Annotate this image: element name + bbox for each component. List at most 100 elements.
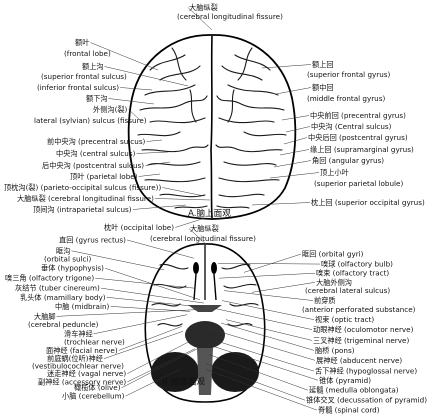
top-label-occipital-lobe: 枕叶 (occipital lobe) <box>104 223 174 232</box>
bottom-label-ped-en: (cerebral peduncle) <box>28 320 99 329</box>
bottom-label-olf-tract: 嗅束 (olfactory tract) <box>316 269 389 278</box>
optic-chiasm <box>188 305 222 312</box>
bottom-label-pyramid: 锥体 (pyramid) <box>319 376 371 385</box>
top-label-lateral-sulcus-en: lateral (sylvian) sulcus (fissure) <box>34 116 147 125</box>
top-label-lateral-sulcus-cn: 外侧沟(裂) <box>93 105 128 114</box>
bottom-label-lat-olf-cn: 大脑外侧沟 <box>316 278 352 287</box>
bottom-leader-tuber-cinereum <box>100 287 205 304</box>
top-label-supramarginal: 缘上回 (supramarginal gyrus) <box>310 145 414 154</box>
bottom-leader-vestibulo-cn <box>103 331 184 359</box>
bottom-label-pons: 脑桥 (pons) <box>315 346 355 355</box>
top-label-fissure-lower: 大脑纵裂 (cerebral longitudinal fissure) <box>17 194 154 203</box>
bottom-leader-orbital-gyri <box>243 253 302 273</box>
bottom-label-vestibulo-en: (vestibulocochlear nerve) <box>32 362 124 371</box>
top-label-sup-parietal-cn: 顶上小叶 <box>320 168 349 177</box>
bottom-leader-pyramid <box>207 344 319 381</box>
top-label-sup-front-gyrus-en: (superior frontal gyrus) <box>307 70 391 79</box>
bottom-leader-oculomotor <box>212 307 313 330</box>
bottom-label-lat-olf-en: (cerebral lateral sulcus) <box>305 286 390 295</box>
bottom-leader-fissure-cn <box>188 228 206 244</box>
bottom-leader-facial <box>118 326 183 351</box>
bottom-leader-accessory <box>127 348 196 383</box>
top-label-fissure-top-en: (cerebral longitudinal fissure) <box>177 12 283 21</box>
bottom-label-facial: 面神经 (facial nerve) <box>46 346 118 355</box>
bottom-label-hypoglossal: 舌下神经 (hypoglossal nerve) <box>315 367 417 376</box>
bottom-label-fissure-en: (cerebral longitudinal fissure) <box>150 234 256 243</box>
bottom-leader-lat-olf-cn <box>251 282 316 293</box>
top-label-parieto-occipital: 顶枕沟(裂) (parieto-occipital sulcus (fissur… <box>4 183 161 192</box>
bottom-label-decussation: 锥体交叉 (decussation of pyramid) <box>306 396 427 405</box>
top-label-intraparietal: 顶间沟 (intraparietal sulcus) <box>33 205 132 214</box>
top-label-frontal-lobe-en: (frontal lobe) <box>64 49 111 58</box>
bottom-leader-trochlear-cn <box>93 314 188 335</box>
bottom-leader-olf-bulb <box>217 262 321 265</box>
top-leader-inf-front-sulcus-en <box>120 87 153 91</box>
top-view-illustration <box>127 34 297 220</box>
bottom-label-ped-cn: 大脑脚 <box>34 312 56 321</box>
top-leader-frontal-lobe-cn <box>90 42 159 71</box>
top-label-central-sulcus-r: 中央沟 (Central sulcus) <box>311 122 392 131</box>
bottom-label-vagal: 迷走神经 (vagal nerve) <box>47 369 126 378</box>
top-leader-lateral-sulcus-cn <box>128 109 141 121</box>
bottom-label-trochlear-cn: 滑车神经 <box>64 329 93 338</box>
bottom-label-olf-bulb: 嗅球 (olfactory bulb) <box>321 260 393 269</box>
bottom-leader-trigeminal <box>225 319 313 341</box>
bottom-label-ant-perf-en: (anterior perforated substance) <box>302 305 416 314</box>
top-leader-fissure-top <box>187 7 213 31</box>
longitudinal-fissure-line <box>210 35 213 219</box>
top-leader-precentral-sulcus <box>146 139 163 142</box>
top-leader-angular <box>273 160 312 168</box>
top-label-inf-front-sulcus-cn: 额下沟 <box>86 94 108 103</box>
top-label-sup-front-gyrus-cn: 额上回 <box>312 60 334 69</box>
bottom-leader-pons <box>220 322 315 351</box>
bottom-leader-optic <box>221 300 315 320</box>
top-label-precentral-sulcus: 前中央沟 (precentral sulcus) <box>47 137 146 146</box>
top-leader-occipital-lobe <box>175 217 206 228</box>
top-label-sup-front-sulcus-en: (superior frontal sulcus) <box>41 72 127 81</box>
top-leader-central-sulcus-r <box>285 126 311 133</box>
olfactory-bulb-right <box>211 262 217 274</box>
top-label-central-sulcus: 中央沟 (central sulcus) <box>56 149 136 158</box>
top-label-postcentral-sulcus: 后中央沟 (postcentral sulcus) <box>42 161 144 170</box>
top-label-mid-front-gyrus-cn: 额中回 <box>312 83 334 92</box>
bottom-label-trigeminal: 三叉神经 (trigeminal nerve) <box>313 336 409 345</box>
bottom-label-orbital-sulci-en: (orbital sulci) <box>44 255 91 264</box>
olfactory-bulb-left <box>193 262 199 274</box>
top-label-sup-occipital: 枕上回 (superior occipital gyrus) <box>311 198 425 207</box>
bottom-label-midbrain: 中脑 (midbrain) <box>55 302 109 311</box>
bottom-gyri-pattern <box>151 263 259 382</box>
bottom-leader-vagal <box>127 339 194 374</box>
top-leader-sup-parietal-cn <box>269 172 320 179</box>
bottom-leader-medulla <box>208 354 309 391</box>
bottom-label-mamillary: 乳头体 (mamillary body) <box>20 293 106 302</box>
bottom-leader-olf-trigone <box>95 277 195 289</box>
bottom-leader-cerebellum <box>125 369 181 397</box>
bottom-leader-ant-perf-cn <box>223 290 314 301</box>
top-leader-precentral-gyrus <box>281 115 310 121</box>
bottom-label-cerebellum: 小脑 (cerebellum) <box>62 392 125 401</box>
bottom-label-olf-trigone: 嗅三角 (olfactory trigone) <box>5 274 94 283</box>
bottom-label-tuber-cinereum: 灰结节 (tuber cinereum) <box>15 284 100 293</box>
top-leader-supramarginal <box>279 149 310 156</box>
top-leader-sup-front-sulcus-cn <box>104 66 189 87</box>
top-label-parietal-lobe: 顶叶 (parietal lobe) <box>70 172 138 181</box>
top-leader-sup-occipital <box>251 202 311 206</box>
cerebellum-right <box>211 352 259 392</box>
top-label-sup-front-sulcus-cn: 额上沟 <box>82 62 104 71</box>
bottom-leader-spinal-cord <box>205 369 318 411</box>
bottom-label-trochlear-en: (trochlear nerve) <box>64 338 125 347</box>
bottom-leader-orbital-sulci-cn <box>71 250 165 271</box>
bottom-label-olive: 橄榄体 (olive) <box>74 383 121 392</box>
top-leader-parietal-lobe <box>138 173 161 177</box>
medulla-shape <box>197 348 213 395</box>
top-leader-intraparietal <box>132 204 187 210</box>
bottom-label-medulla: 延髓 (medulla oblongata) <box>309 386 399 395</box>
top-label-sup-parietal-en: (superior parietal lobule) <box>314 179 403 188</box>
top-gyri-pattern <box>137 47 287 209</box>
top-leader-fissure-lower <box>155 198 211 201</box>
bottom-leader-olive <box>121 347 200 388</box>
top-leader-inf-front-sulcus-cn <box>108 98 155 105</box>
top-leader-postcentral-sulcus <box>145 161 171 166</box>
